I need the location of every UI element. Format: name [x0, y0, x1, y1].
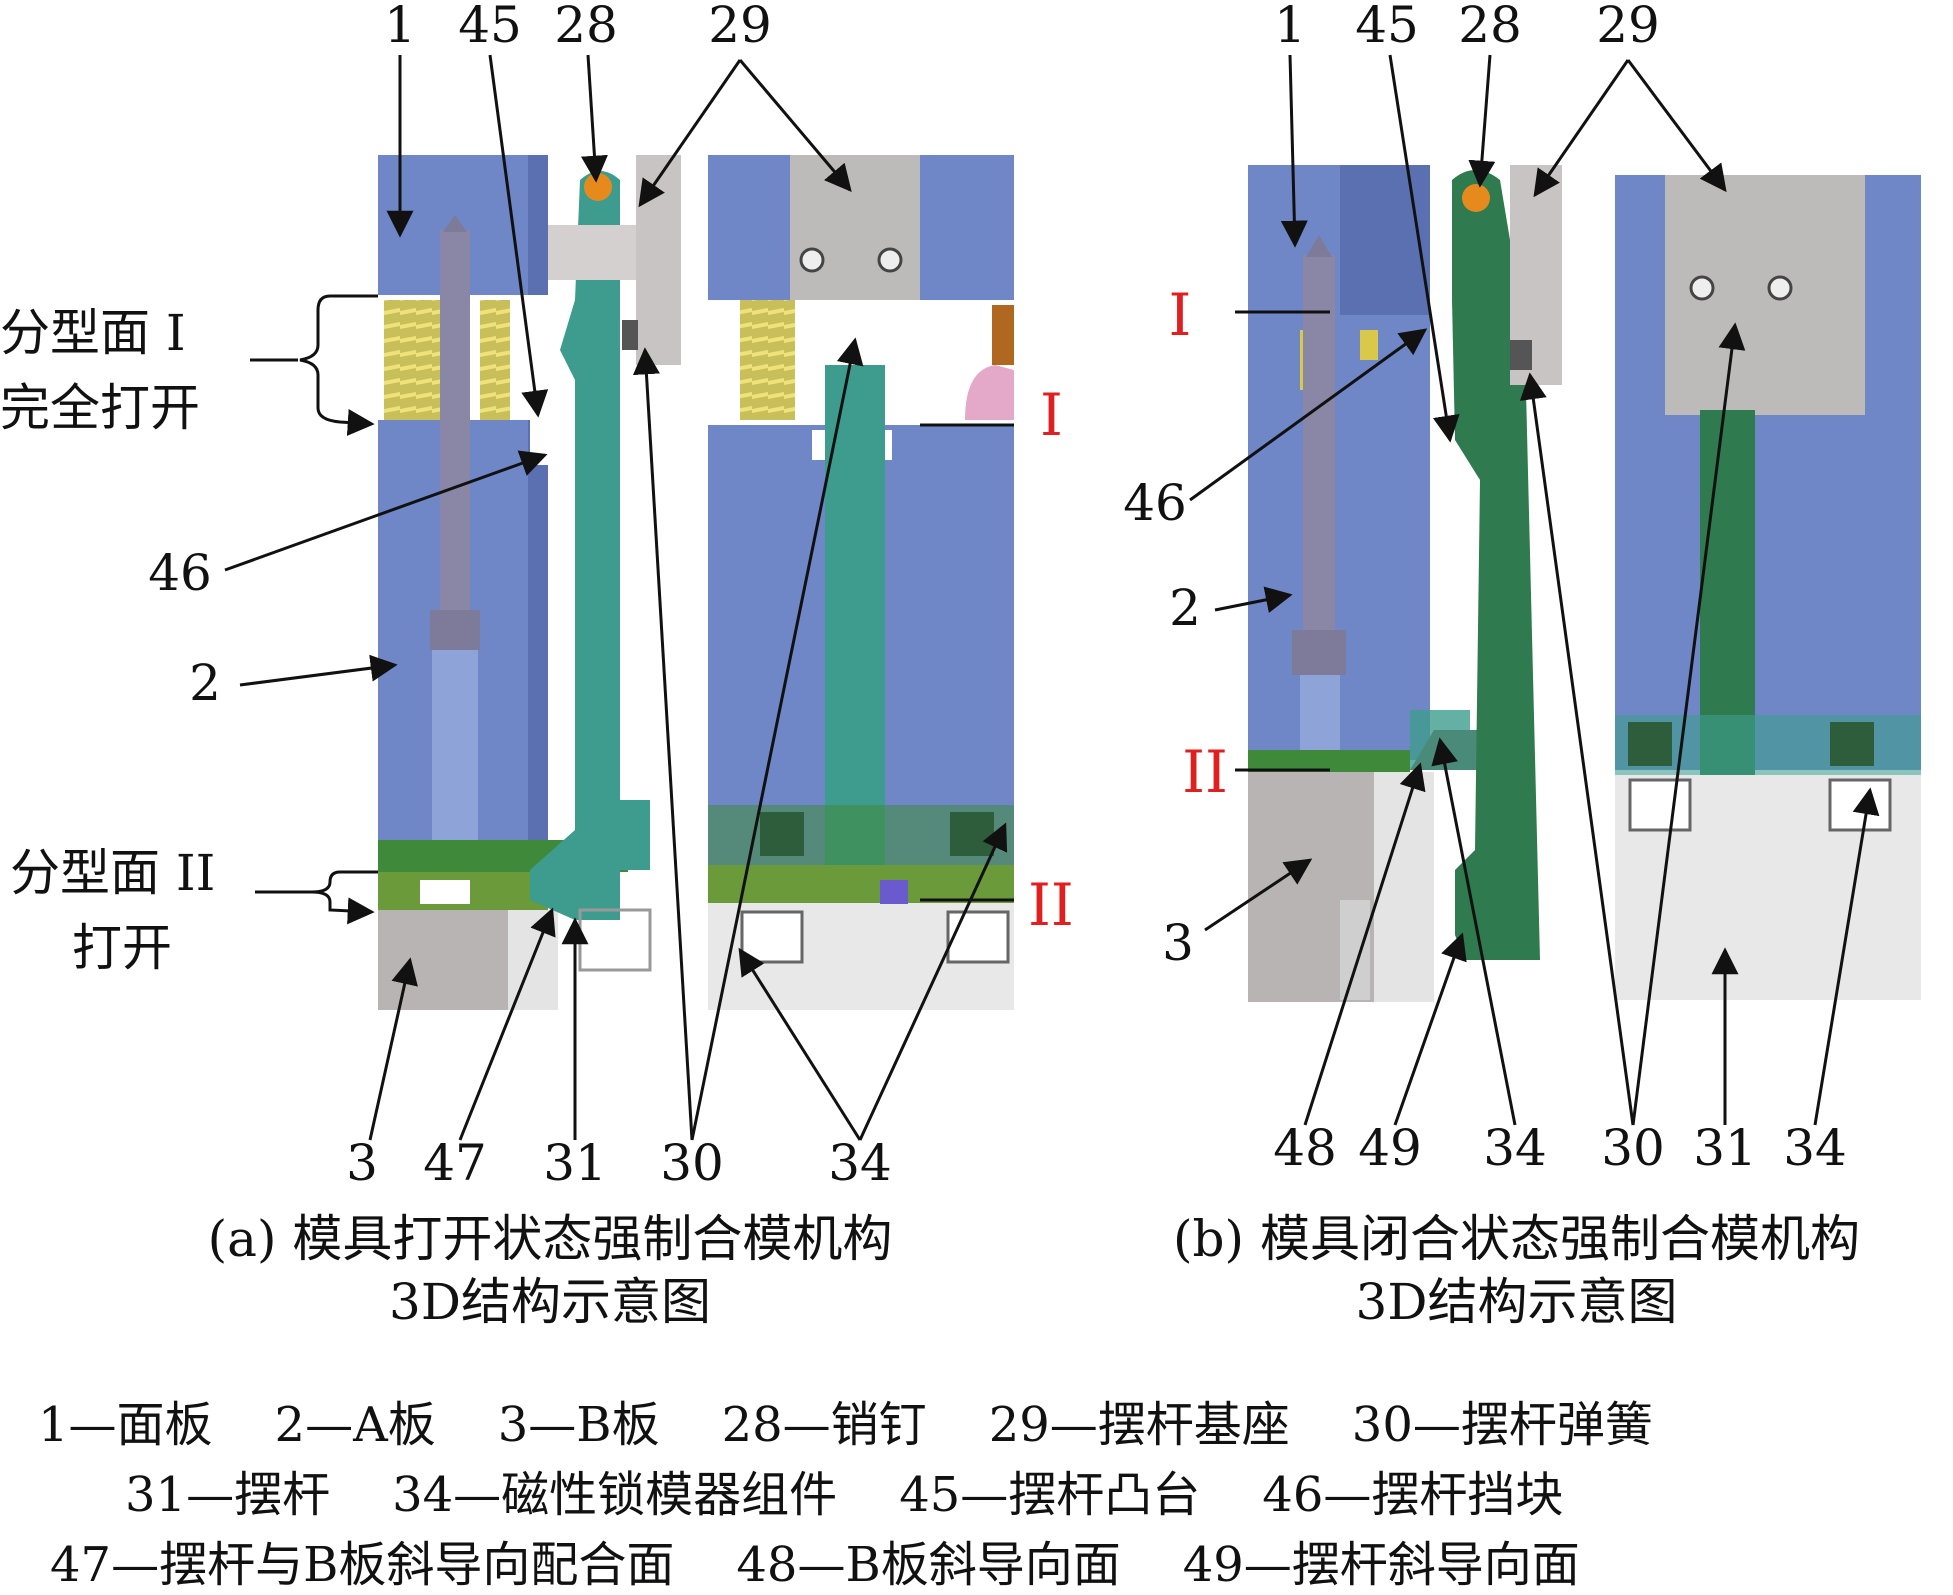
- b-pin-28: [1462, 184, 1490, 212]
- panel-b-labels: 1 45 28 29 46 2 3 48 49 34 30 31 34 I II: [1123, 0, 1847, 1177]
- panel-b-caption: (b) 模具闭合状态强制合模机构 3D结构示意图: [1080, 1208, 1953, 1333]
- a-label-30: 30: [660, 1134, 724, 1192]
- b-label-28: 28: [1458, 0, 1522, 54]
- a-label-1: 1: [384, 0, 416, 54]
- legend-item: 30—摆杆弹簧: [1351, 1397, 1653, 1453]
- a-parting-II-line2: 打开: [72, 919, 172, 977]
- b-green-strip-II: [1248, 750, 1410, 772]
- a-label-47: 47: [423, 1134, 487, 1192]
- panel-b-caption-line2: 3D结构示意图: [1355, 1272, 1678, 1331]
- legend-item: 29—摆杆基座: [988, 1397, 1290, 1453]
- panel-a-labels: 1 45 28 29 46 2 分型面 I 完全打开 分型面 II 打开 3 4…: [0, 0, 1074, 1192]
- b-roman-I: I: [1169, 281, 1192, 349]
- legend-item: 31—摆杆: [125, 1467, 331, 1523]
- legend-row-1: 1—面板 2—A板 3—B板 28—销钉 29—摆杆基座 30—摆杆弹簧: [0, 1385, 1953, 1455]
- a-label-29: 29: [708, 0, 772, 54]
- b-guide-pin: [1303, 255, 1335, 655]
- panel-a-illustration: [378, 155, 1014, 1010]
- a-label-2: 2: [189, 654, 221, 712]
- b-label-49: 49: [1358, 1119, 1422, 1177]
- legend-item: 2—A板: [274, 1397, 436, 1453]
- b-label-31: 31: [1693, 1119, 1757, 1177]
- panel-b-illustration: [1235, 165, 1921, 1002]
- b-label-46: 46: [1123, 474, 1187, 532]
- a-pin-28: [584, 173, 612, 201]
- legend-row-2: 31—摆杆 34—磁性锁模器组件 45—摆杆凸台 46—摆杆挡块: [0, 1455, 1953, 1525]
- panel-b-caption-line1: (b) 模具闭合状态强制合模机构: [1173, 1210, 1860, 1268]
- a-label-34: 34: [828, 1134, 892, 1192]
- a-roman-I: I: [1040, 381, 1063, 449]
- a-parting-I-line1: 分型面 I: [0, 304, 186, 362]
- legend-item: 49—摆杆斜导向面: [1182, 1537, 1580, 1593]
- b-label-29: 29: [1596, 0, 1660, 54]
- panel-a-caption-line2: 3D结构示意图: [389, 1272, 711, 1331]
- legend-item: 34—磁性锁模器组件: [392, 1467, 838, 1523]
- a-label-46: 46: [148, 544, 212, 602]
- panel-b-arrows: [1189, 54, 1880, 1126]
- legend-item: 28—销钉: [721, 1397, 927, 1453]
- legend-item: 45—摆杆凸台: [899, 1467, 1201, 1523]
- a-label-31: 31: [543, 1134, 607, 1192]
- b-label-48: 48: [1273, 1119, 1337, 1177]
- legend-item: 48—B板斜导向面: [736, 1537, 1121, 1593]
- a-parting-II-line1: 分型面 II: [10, 844, 215, 902]
- legend-item: 3—B板: [497, 1397, 660, 1453]
- a-roman-II: II: [1028, 871, 1074, 939]
- legend-item: 46—摆杆挡块: [1262, 1467, 1564, 1523]
- legend-item: 47—摆杆与B板斜导向配合面: [50, 1537, 675, 1593]
- b-label-45: 45: [1355, 0, 1419, 54]
- b-label-34b: 34: [1783, 1119, 1847, 1177]
- a-label-45: 45: [458, 0, 522, 54]
- panel-a-caption-line1: (a) 模具打开状态强制合模机构: [207, 1210, 893, 1268]
- a-guide-pin: [440, 230, 470, 650]
- b-label-3: 3: [1162, 914, 1194, 972]
- a-label-3: 3: [346, 1134, 378, 1192]
- b-roman-II: II: [1182, 738, 1228, 806]
- b-label-2: 2: [1169, 579, 1201, 637]
- b-label-34: 34: [1483, 1119, 1547, 1177]
- a-plate-B: [378, 910, 508, 1010]
- a-parting-I-line2: 完全打开: [0, 379, 200, 437]
- a-swing-rod-31: [530, 171, 620, 920]
- a-label-28: 28: [554, 0, 618, 54]
- b-label-1: 1: [1274, 0, 1306, 54]
- a-swing-base-29: [636, 155, 681, 365]
- panel-a-caption: (a) 模具打开状态强制合模机构 3D结构示意图: [100, 1208, 1000, 1333]
- legend-item: 1—面板: [38, 1397, 213, 1453]
- legend-row-3: 47—摆杆与B板斜导向配合面 48—B板斜导向面 49—摆杆斜导向面: [0, 1525, 1953, 1595]
- b-label-30: 30: [1601, 1119, 1665, 1177]
- panel-a-arrows: [224, 54, 1008, 1141]
